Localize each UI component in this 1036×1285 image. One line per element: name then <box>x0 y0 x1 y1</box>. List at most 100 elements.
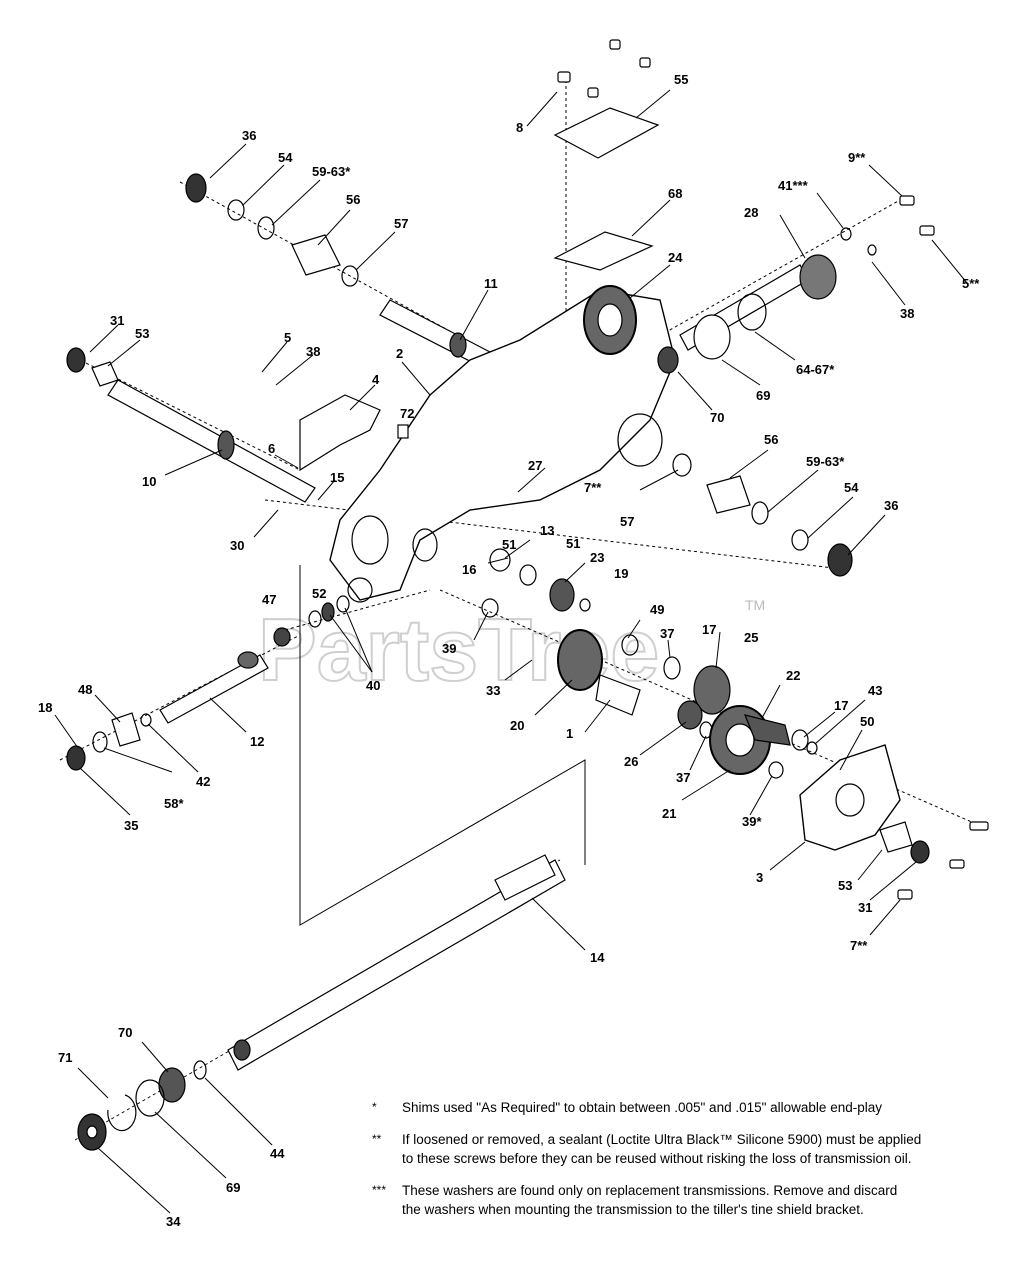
callout-14: 14 <box>590 950 605 965</box>
ring-19 <box>579 598 591 612</box>
callout-labels: 855365459-63*56571168249**41***285**3864… <box>38 72 980 1229</box>
bearing-69 <box>693 314 731 360</box>
callout-56b: 56 <box>764 432 778 447</box>
callout-31a: 31 <box>110 313 124 328</box>
ring-42 <box>140 713 152 727</box>
bearing-70-low <box>158 1067 186 1103</box>
callout-28: 28 <box>744 205 758 220</box>
screw-5-right <box>919 225 935 236</box>
callout-41: 41*** <box>778 178 809 193</box>
callout-70b: 70 <box>118 1025 132 1040</box>
callout-57b: 57 <box>620 514 634 529</box>
gear-20 <box>557 629 603 691</box>
ring-71 <box>107 1094 137 1132</box>
callout-2: 2 <box>396 346 403 361</box>
callout-23: 23 <box>590 550 604 565</box>
callout-3: 3 <box>756 870 763 885</box>
footnote-marker: *** <box>372 1183 387 1197</box>
ring-43 <box>806 741 818 755</box>
washer-41 <box>840 227 852 241</box>
callout-21: 21 <box>662 806 676 821</box>
ring-44 <box>193 1060 207 1080</box>
fork-1 <box>595 674 641 716</box>
bushing-53-left <box>91 361 119 387</box>
gear-26 <box>677 700 703 730</box>
gear-25 <box>693 665 731 715</box>
drawing <box>59 39 991 1151</box>
footnotes: * Shims used "As Required" to obtain betw… <box>372 1098 992 1232</box>
housing-bore-low <box>347 577 373 603</box>
gear-36-right <box>827 543 853 577</box>
callout-5963b: 59-63* <box>806 454 845 469</box>
gear-31-left <box>66 347 86 373</box>
callout-4: 4 <box>372 372 380 387</box>
callout-19: 19 <box>614 566 628 581</box>
callout-53a: 53 <box>135 326 149 341</box>
callout-37b: 37 <box>676 770 690 785</box>
callout-5963a: 59-63* <box>312 164 351 179</box>
ring-38-right <box>867 244 877 256</box>
callout-7a: 7** <box>584 480 602 495</box>
footnote-marker: ** <box>372 1132 382 1146</box>
shim-64-67 <box>737 293 767 331</box>
gear-36-left <box>185 173 207 203</box>
shaft-12 <box>159 654 269 724</box>
ring-57-right <box>672 453 692 477</box>
footnote: * Shims used "As Required" to obtain betw… <box>372 1098 992 1117</box>
callout-11: 11 <box>484 276 498 291</box>
bushing-56-left <box>291 234 341 276</box>
callout-68: 68 <box>668 186 682 201</box>
callout-10: 10 <box>142 474 156 489</box>
callout-39a: 39 <box>442 641 456 656</box>
footnote-marker: * <box>372 1100 377 1114</box>
callout-20: 20 <box>510 718 524 733</box>
callout-33: 33 <box>486 683 500 698</box>
callout-6467: 64-67* <box>796 362 835 377</box>
gear-23 <box>549 578 575 612</box>
screw-9 <box>899 195 915 206</box>
watermark-tm: TM <box>745 597 765 613</box>
gear-31-right <box>910 840 930 864</box>
plug-72 <box>397 424 409 439</box>
footnote-line: to these screws before they can be reuse… <box>402 1151 912 1166</box>
callout-7b: 7** <box>850 938 868 953</box>
callout-39b: 39* <box>742 814 762 829</box>
callout-15: 15 <box>330 470 344 485</box>
callout-54b: 54 <box>844 480 859 495</box>
callout-53b: 53 <box>838 878 852 893</box>
ring-40b <box>336 595 350 613</box>
callout-27: 27 <box>528 458 542 473</box>
bracket-4 <box>299 394 381 472</box>
bearing-70 <box>657 346 679 374</box>
gasket-68 <box>553 231 654 271</box>
footnote-line: Shims used "As Required" to obtain betwe… <box>402 1100 882 1115</box>
callout-37a: 37 <box>660 626 674 641</box>
callout-72: 72 <box>400 406 414 421</box>
footnote-line: These washers are found only on replacem… <box>402 1183 898 1198</box>
callout-51b: 51 <box>566 536 580 551</box>
footnote: *** These washers are found only on repla… <box>372 1181 992 1219</box>
callout-17a: 17 <box>702 622 716 637</box>
callout-58: 58* <box>164 796 184 811</box>
shim-58 <box>92 731 108 753</box>
screw-cover-b <box>949 859 965 869</box>
callout-16: 16 <box>462 562 476 577</box>
callout-69b: 69 <box>226 1180 240 1195</box>
callout-55: 55 <box>674 72 688 87</box>
callout-38a: 38 <box>306 344 320 359</box>
pin-16 <box>489 548 511 572</box>
callout-43: 43 <box>868 683 882 698</box>
bearing-28 <box>799 254 837 300</box>
callout-71: 71 <box>58 1050 72 1065</box>
footnote-line: the washers when mounting the transmissi… <box>402 1202 864 1217</box>
callout-48: 48 <box>78 682 92 697</box>
callout-5b: 5** <box>962 276 980 291</box>
footnote-line: If loosened or removed, a sealant (Locti… <box>402 1132 922 1147</box>
callout-30: 30 <box>230 538 244 553</box>
callout-36a: 36 <box>242 128 256 143</box>
shaft-14-bracket <box>299 565 586 926</box>
shaft-10 <box>107 379 316 503</box>
housing-bore-left <box>351 515 389 565</box>
